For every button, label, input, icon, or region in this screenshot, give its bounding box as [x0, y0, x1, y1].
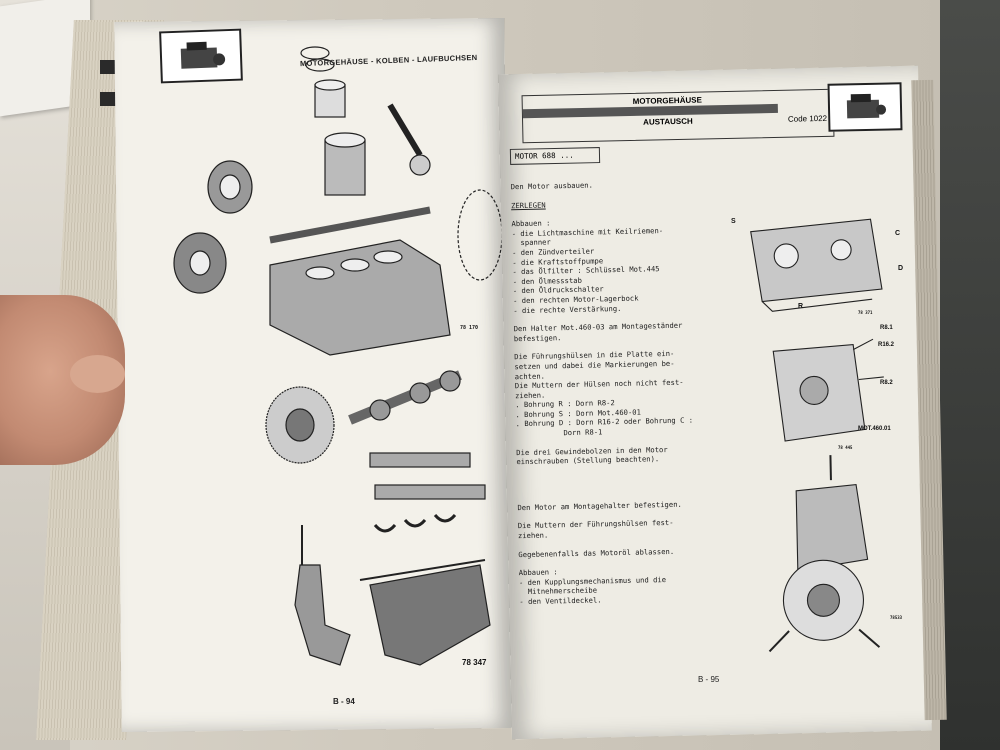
right-page-number: B - 95: [698, 675, 720, 684]
label-c: C: [895, 230, 901, 237]
code-label: Code 1022: [787, 113, 828, 124]
left-page-number: B - 94: [333, 697, 355, 706]
label-r81: R8.1: [880, 325, 893, 331]
engine-icon: [180, 41, 226, 69]
engine-illustrations: [750, 218, 884, 653]
header-bar: [522, 103, 778, 119]
exploded-engine-drawing: [173, 46, 503, 666]
engine-icon: [846, 93, 887, 119]
right-page-header-title: MOTORGEHÄUSE: [632, 95, 702, 106]
thumb: [70, 355, 125, 393]
label-d: D: [898, 265, 904, 272]
right-page-header-sub: AUSTAUSCH: [643, 116, 693, 127]
figure-number: 78 371: [858, 310, 873, 315]
engine-logo-right: [827, 82, 903, 132]
figure-number: 78 347: [462, 658, 487, 667]
label-r82: R8.2: [880, 380, 893, 386]
figure-number: 78 445: [838, 445, 853, 450]
engine-logo-left: [159, 28, 243, 84]
label-mot: MOT.460.01: [858, 426, 891, 432]
label-r: R: [798, 303, 804, 310]
motor-type-box: MOTOR 688 ...: [509, 147, 601, 165]
figure-number: 78533: [890, 615, 903, 620]
label-s: S: [731, 218, 736, 225]
figure-number: 78 170: [460, 325, 479, 331]
right-page-header-box: MOTORGEHÄUSE AUSTAUSCH Code 1022: [521, 88, 835, 144]
dark-background: [940, 0, 1000, 750]
label-r162: R16.2: [878, 342, 895, 348]
